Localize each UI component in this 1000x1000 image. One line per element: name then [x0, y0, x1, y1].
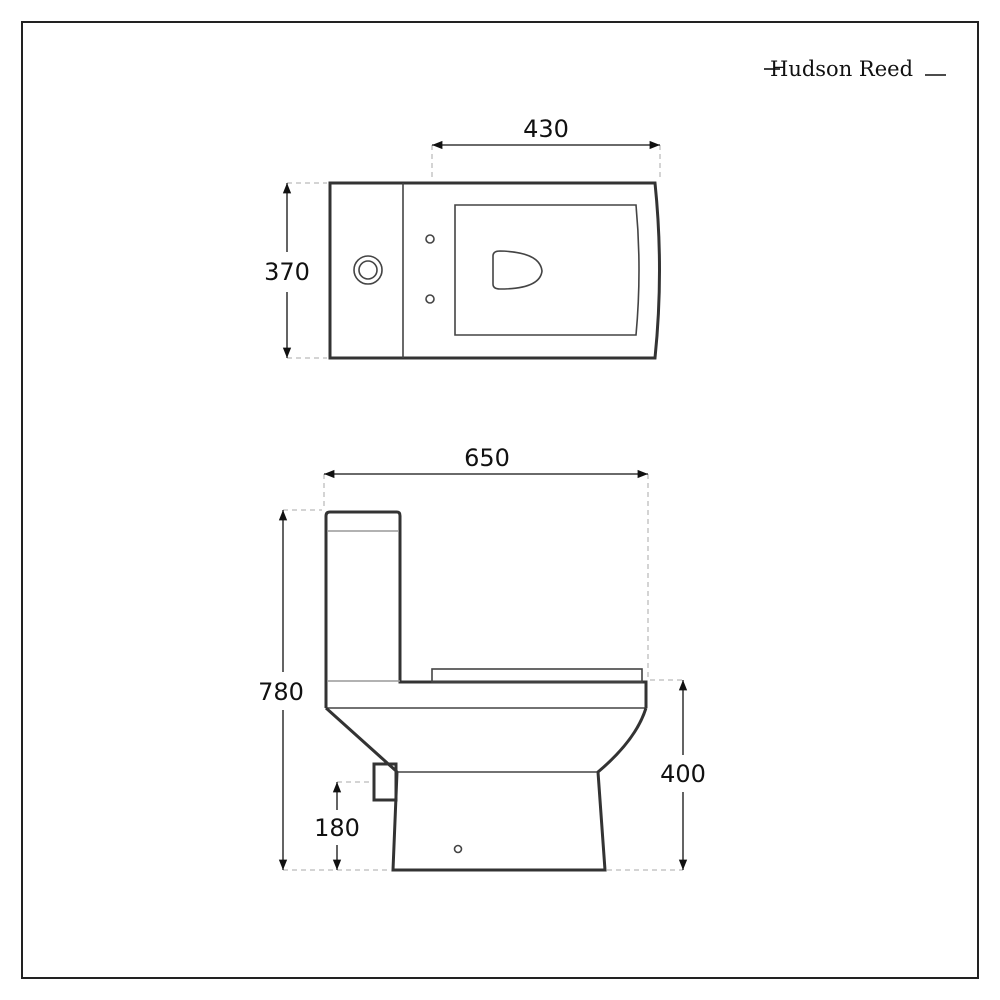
depth-label: 370: [264, 258, 310, 286]
brand-logo: Hudson Reed: [764, 57, 946, 81]
inlet-box: [372, 762, 398, 802]
seat-outline: [454, 204, 640, 336]
bowl-opening: [492, 250, 543, 290]
seat-lid: [431, 668, 643, 683]
side-view: 650 780 400 180: [258, 444, 706, 872]
width-label: 430: [523, 115, 569, 143]
length-label: 650: [464, 444, 510, 472]
seat-height-label: 400: [660, 760, 706, 788]
frame-border: [21, 21, 979, 979]
height-label: 780: [258, 678, 304, 706]
outlet-height-label: 180: [314, 814, 360, 842]
logo-text: Hudson Reed: [770, 57, 913, 81]
fixing-hole: [425, 294, 435, 304]
top-view: 430 370: [264, 115, 661, 360]
top-outline: [328, 181, 661, 360]
fixing-hole: [425, 234, 435, 244]
bowl-outline: [324, 706, 648, 872]
flush-button-icon: [353, 255, 383, 285]
tank-outline: [324, 510, 648, 708]
fixing-hole: [453, 844, 463, 854]
